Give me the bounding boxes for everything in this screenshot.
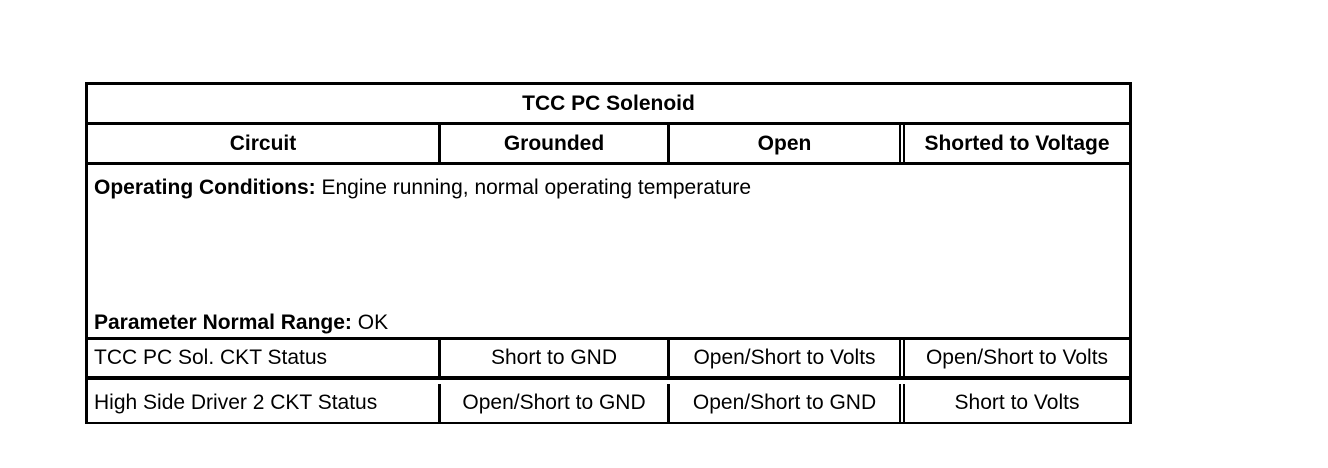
row-open-cell: Open/Short to GND <box>667 384 899 422</box>
row-shorted-cell: Short to Volts <box>899 384 1129 422</box>
header-grounded: Grounded <box>438 125 667 162</box>
parameter-normal-range-label: Parameter Normal Range: <box>94 311 352 334</box>
header-shorted-to-voltage: Shorted to Voltage <box>899 125 1129 162</box>
row-shorted-cell: Open/Short to Volts <box>899 340 1129 376</box>
row-circuit-cell: TCC PC Sol. CKT Status <box>94 346 328 369</box>
parameter-normal-range: Parameter Normal Range: OK <box>94 311 388 335</box>
table-row: High Side Driver 2 CKT Status Open/Short… <box>88 384 1129 422</box>
table-title: TCC PC Solenoid <box>88 85 1129 125</box>
operating-conditions: Operating Conditions: Engine running, no… <box>94 176 751 200</box>
row-open-cell: Open/Short to Volts <box>667 340 899 376</box>
row-circuit-cell: High Side Driver 2 CKT Status <box>94 391 378 414</box>
conditions-block: Operating Conditions: Engine running, no… <box>88 165 1129 340</box>
diagnostic-table: TCC PC Solenoid Circuit Grounded Open Sh… <box>85 82 1132 424</box>
row-grounded-cell: Open/Short to GND <box>438 384 667 422</box>
operating-conditions-value: Engine running, normal operating tempera… <box>315 176 752 199</box>
table-header-row: Circuit Grounded Open Shorted to Voltage <box>88 125 1129 165</box>
parameter-normal-range-value: OK <box>351 311 389 334</box>
header-circuit: Circuit <box>229 131 297 155</box>
operating-conditions-label: Operating Conditions: <box>94 176 316 199</box>
row-grounded-cell: Short to GND <box>438 340 667 376</box>
header-open: Open <box>667 125 899 162</box>
table-row: TCC PC Sol. CKT Status Short to GND Open… <box>88 340 1129 380</box>
